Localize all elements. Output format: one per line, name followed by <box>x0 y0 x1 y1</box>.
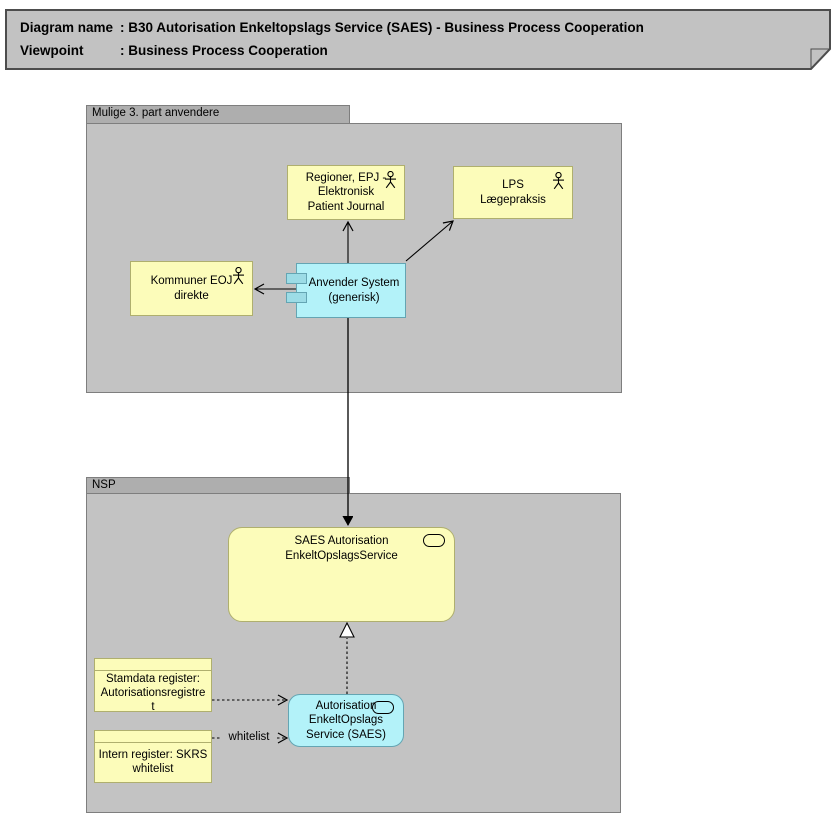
service-icon <box>372 701 394 714</box>
business-object-band <box>95 670 211 671</box>
node-label: Autorisation EnkeltOpslags Service (SAES… <box>306 699 386 741</box>
node-label: SAES Autorisation EnkeltOpslagsService <box>285 535 398 562</box>
title-viewpoint-value: : Business Process Cooperation <box>120 43 328 58</box>
node-label: Intern register: SKRS whitelist <box>98 749 208 775</box>
component-port-icon <box>286 273 307 284</box>
node-lps[interactable]: LPS Lægepraksis <box>453 166 573 219</box>
diagram-title-text: Diagram name : B30 Autorisation Enkeltop… <box>20 16 644 62</box>
diagram-title-note: Diagram name : B30 Autorisation Enkeltop… <box>0 0 837 80</box>
node-label: Stamdata register: Autorisationsregistre… <box>100 673 206 713</box>
title-row-viewpoint: Viewpoint : Business Process Cooperation <box>20 39 644 62</box>
business-actor-icon <box>232 267 245 285</box>
node-stamdata-register[interactable]: Stamdata register: Autorisationsregistre… <box>94 658 212 713</box>
component-port-icon <box>286 292 307 303</box>
node-label: Anvender System (generisk) <box>308 277 400 304</box>
edge-label-whitelist: whitelist <box>222 731 276 743</box>
node-intern-register-skrs[interactable]: Intern register: SKRS whitelist <box>94 730 212 783</box>
node-autorisation-enkeltopslags-service[interactable]: Autorisation EnkeltOpslags Service (SAES… <box>288 694 404 747</box>
title-row-diagram-name: Diagram name : B30 Autorisation Enkeltop… <box>20 16 644 39</box>
group-nsp-label: NSP <box>92 479 116 491</box>
title-diagram-name-label: Diagram name <box>20 20 114 35</box>
title-diagram-name-value: : B30 Autorisation Enkeltopslags Service… <box>120 20 644 35</box>
node-label: Kommuner EOJ direkte <box>150 275 233 302</box>
realization-arrow-autorisation-to-saes-service[interactable] <box>339 621 355 694</box>
serving-arrow-anvender-to-lps[interactable] <box>405 220 454 262</box>
node-saes-autorisation-service[interactable]: SAES Autorisation EnkeltOpslagsService <box>228 527 455 622</box>
node-label: LPS Lægepraksis <box>480 179 546 206</box>
business-object-band <box>95 742 211 743</box>
business-actor-icon <box>384 171 397 189</box>
business-actor-icon <box>552 172 565 190</box>
node-label: Regioner, EPJ - Elektronisk Patient Jour… <box>305 171 387 213</box>
node-regioner-epj[interactable]: Regioner, EPJ - Elektronisk Patient Jour… <box>287 165 405 220</box>
node-kommuner-eoj[interactable]: Kommuner EOJ direkte <box>130 261 253 316</box>
node-anvender-system[interactable]: Anvender System (generisk) <box>286 263 406 318</box>
title-viewpoint-label: Viewpoint <box>20 43 84 58</box>
title-note-shape <box>5 9 831 70</box>
service-icon <box>423 534 445 547</box>
group-mulige-label: Mulige 3. part anvendere <box>92 107 220 119</box>
